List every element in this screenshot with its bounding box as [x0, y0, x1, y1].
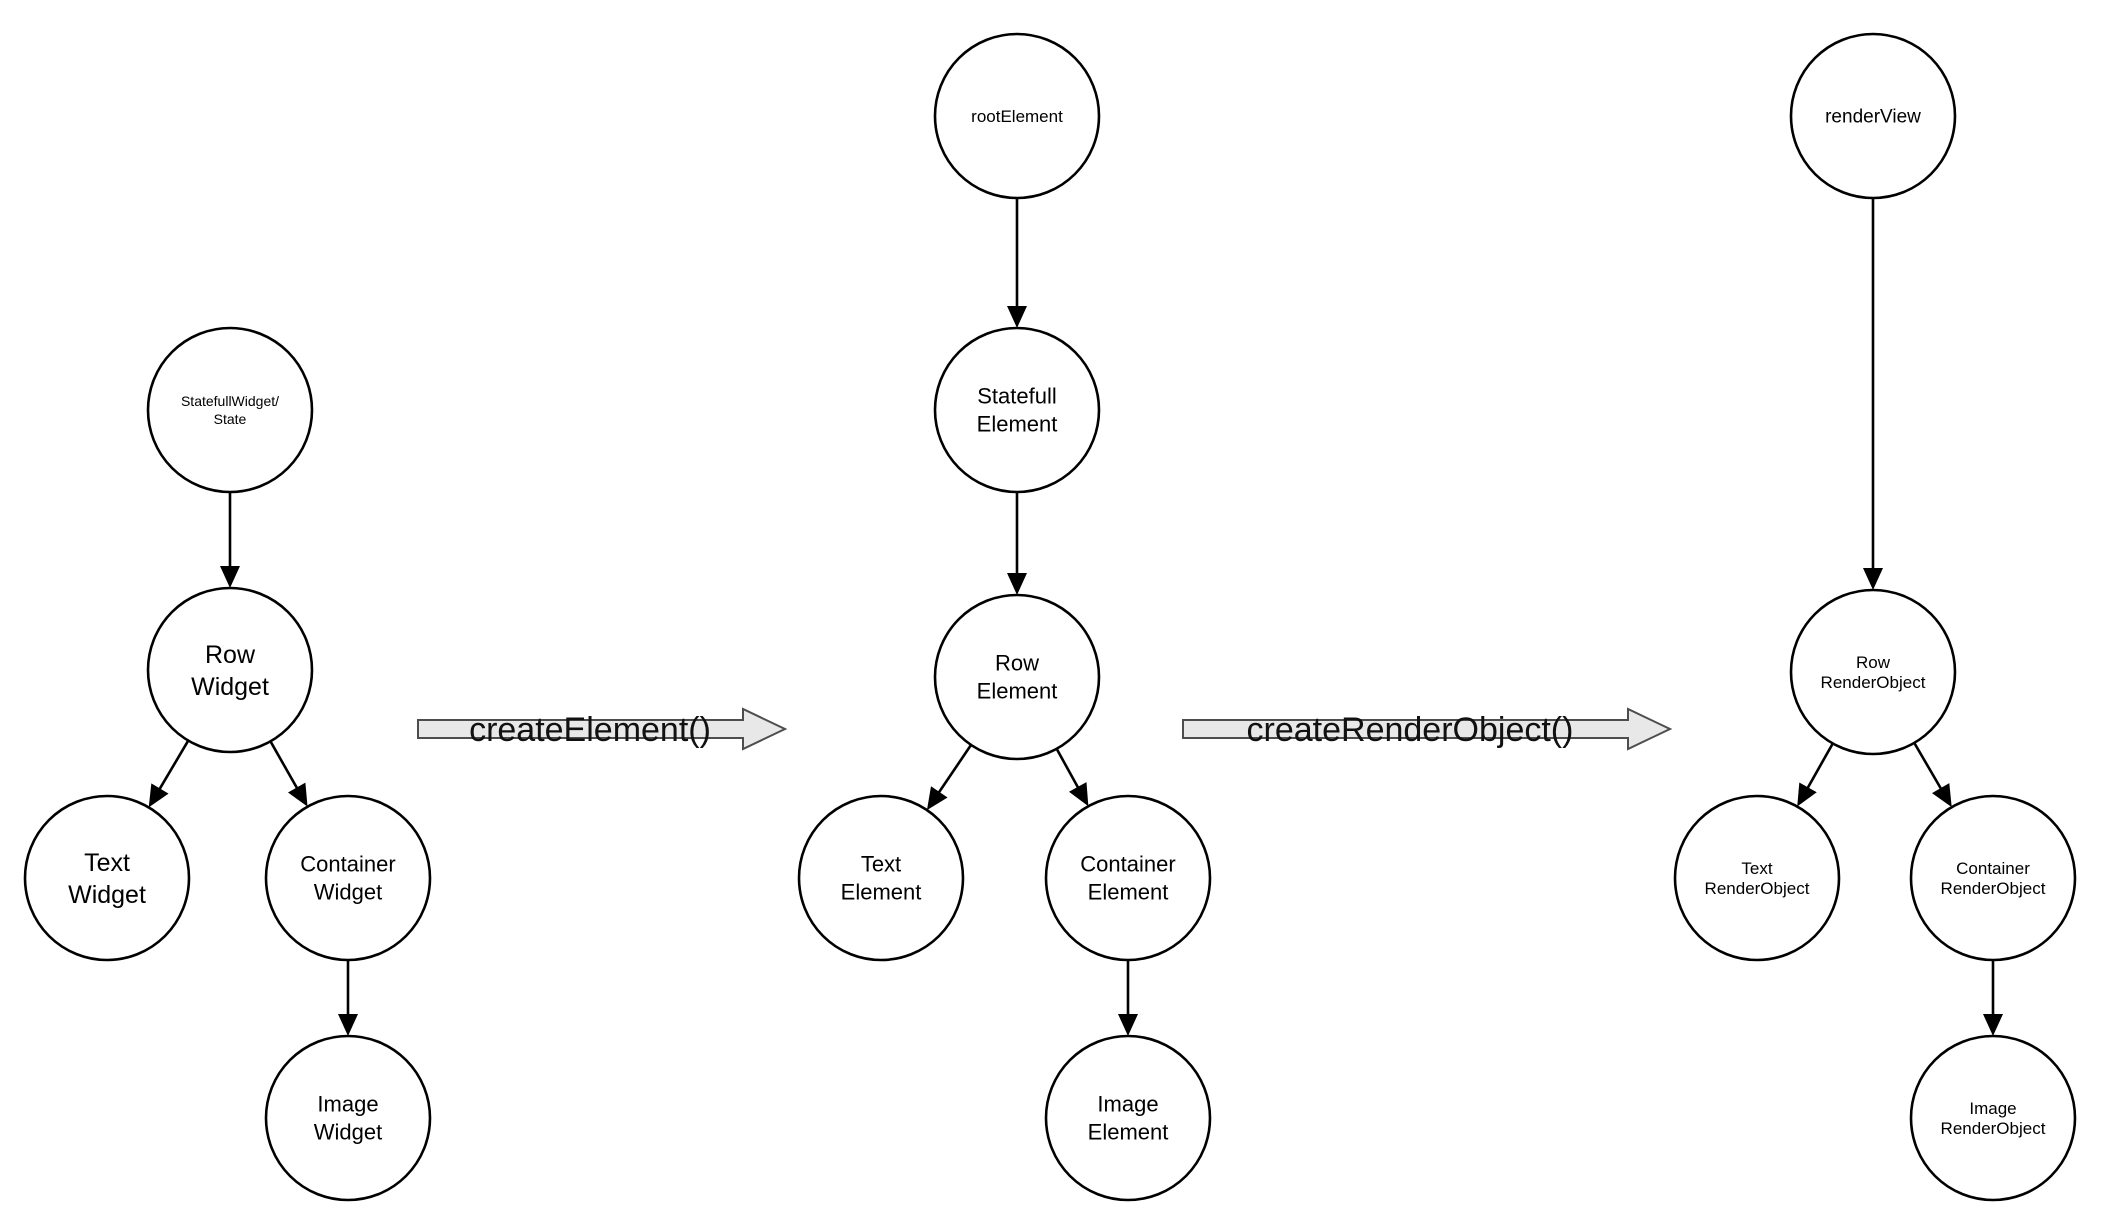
tree-nodes: StatefullWidget/StateRowWidgetTextWidget… — [23, 32, 2077, 1202]
edge-row-widget-to-text-widget — [148, 739, 190, 808]
text-render-object-label-line: RenderObject — [1705, 879, 1810, 898]
edge-row-render-object-to-container-render-object — [1913, 742, 1952, 808]
edge-stateful-widget-to-row-widget — [220, 492, 240, 588]
row-widget-label-line: Row — [205, 641, 256, 669]
container-render-object-label-line: RenderObject — [1941, 879, 2046, 898]
stateful-element-circle — [933, 326, 1101, 494]
edge-row-element-to-container-element — [1055, 748, 1089, 807]
create-element-label: createElement() — [469, 711, 711, 749]
image-widget-label-line: Widget — [314, 1120, 382, 1145]
edge-container-element-to-image-element — [1118, 960, 1138, 1036]
transition-arrows: createElement() createRenderObject() — [417, 707, 1673, 751]
container-element-label-line: Element — [1088, 880, 1169, 905]
container-render-object-circle — [1909, 794, 2077, 962]
root-element-circle — [933, 32, 1101, 200]
arrowhead — [1007, 306, 1027, 328]
stateful-widget-node: StatefullWidget/State — [146, 326, 314, 494]
row-element-label-line: Row — [995, 651, 1039, 676]
edge-root-element-to-stateful-element — [1007, 198, 1027, 328]
create-render-object-arrow: createRenderObject() — [1182, 707, 1673, 751]
create-render-object-arrow-shape — [1182, 707, 1673, 751]
stateful-widget-label-line: StatefullWidget/ — [181, 393, 279, 409]
container-render-object-label-line: Container — [1956, 859, 2030, 878]
text-element-label-line: Text — [861, 852, 901, 877]
create-render-object-label: createRenderObject() — [1247, 711, 1574, 749]
stateful-element-label-line: Element — [977, 412, 1058, 437]
image-widget-circle — [264, 1034, 432, 1202]
arrowhead — [926, 786, 948, 811]
root-element-node: rootElement — [933, 32, 1101, 200]
text-element-circle — [797, 794, 965, 962]
row-render-object-label-line: RenderObject — [1821, 673, 1926, 692]
root-element-label-line: rootElement — [971, 107, 1063, 126]
edge-row-widget-to-container-widget — [269, 740, 308, 807]
arrowhead — [1118, 1014, 1138, 1036]
image-element-label-line: Image — [1097, 1092, 1158, 1117]
edge-stateful-element-to-row-element — [1007, 492, 1027, 595]
text-render-object-label-line: Text — [1741, 859, 1772, 878]
image-widget-label-line: Image — [317, 1092, 378, 1117]
image-element-label-line: Element — [1088, 1120, 1169, 1145]
text-widget-label-line: Text — [84, 849, 130, 877]
stateful-element-label-line: Statefull — [977, 384, 1057, 409]
create-element-arrow-shape — [417, 707, 788, 751]
tree-edges — [148, 198, 2003, 1036]
text-widget-circle — [23, 794, 191, 962]
arrowhead — [1983, 1014, 2003, 1036]
image-element-circle — [1044, 1034, 1212, 1202]
container-widget-label-line: Widget — [314, 880, 382, 905]
edge-container-render-object-to-image-render-object — [1983, 960, 2003, 1036]
arrowhead — [287, 782, 308, 807]
container-element-label-line: Container — [1080, 852, 1175, 877]
arrowhead — [1068, 782, 1089, 807]
edge-render-view-to-row-render-object — [1863, 198, 1883, 590]
image-render-object-label-line: RenderObject — [1941, 1119, 2046, 1138]
text-render-object-circle — [1673, 794, 1841, 962]
row-widget-label-line: Widget — [191, 673, 269, 701]
image-render-object-label-line: Image — [1969, 1099, 2016, 1118]
edge-row-render-object-to-text-render-object — [1797, 742, 1834, 807]
text-widget-label-line: Widget — [68, 881, 146, 909]
container-widget-circle — [264, 794, 432, 962]
row-render-object-circle — [1789, 588, 1957, 756]
row-element-label-line: Element — [977, 679, 1058, 704]
arrowhead — [338, 1014, 358, 1036]
stateful-widget-circle — [146, 326, 314, 494]
stateful-widget-label-line: State — [214, 411, 247, 427]
render-view-label-line: renderView — [1825, 107, 1921, 128]
render-view-node: renderView — [1789, 32, 1957, 200]
text-element-label-line: Element — [841, 880, 922, 905]
arrowhead — [1863, 568, 1883, 590]
edge-row-element-to-text-element — [926, 744, 973, 811]
arrowhead — [220, 566, 240, 588]
container-widget-label-line: Container — [300, 852, 395, 877]
row-element-circle — [933, 593, 1101, 761]
render-view-circle — [1789, 32, 1957, 200]
row-widget-circle — [146, 586, 314, 754]
edge-container-widget-to-image-widget — [338, 960, 358, 1036]
arrowhead — [1007, 573, 1027, 595]
row-render-object-label-line: Row — [1856, 653, 1891, 672]
container-element-circle — [1044, 794, 1212, 962]
arrowhead — [148, 783, 169, 808]
create-element-arrow: createElement() — [417, 707, 788, 751]
arrowhead — [1797, 782, 1817, 807]
arrowhead — [1932, 783, 1952, 808]
image-render-object-circle — [1909, 1034, 2077, 1202]
